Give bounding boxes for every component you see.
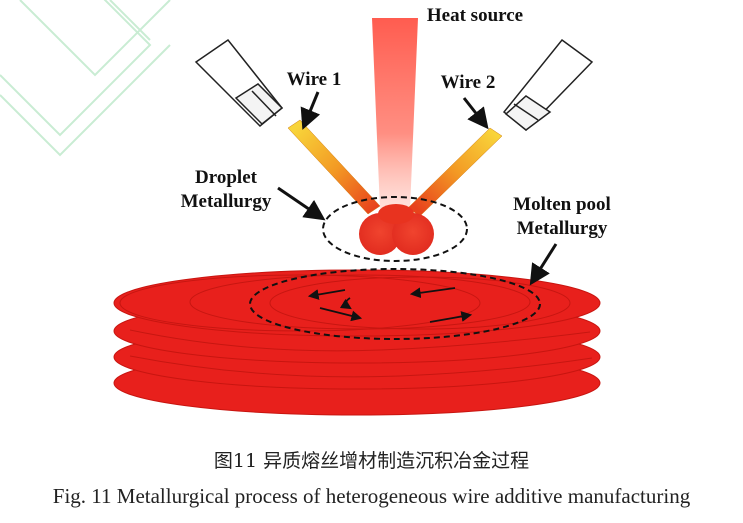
heat-source-beam (372, 18, 418, 210)
droplet-label-line1: Droplet (195, 167, 258, 188)
flow-arrow (339, 297, 352, 310)
watermark-pattern (0, 0, 171, 157)
figure-caption-chinese: 图11 异质熔丝增材制造沉积冶金过程 (213, 450, 530, 472)
droplet-right (392, 213, 434, 255)
flow-arrow (409, 287, 456, 299)
wire1-label: Wire 1 (287, 69, 342, 90)
molten-pool-pointer-arrow (529, 243, 558, 286)
molten-pool-flow-arrows (307, 287, 473, 323)
wire1-pointer-arrow (300, 91, 321, 130)
deposited-layers (113, 269, 601, 416)
wire-additive-manufacturing-diagram: Heat source Wire 1 Wire 2 Droplet Metall… (0, 0, 611, 416)
wire2-nozzle (502, 38, 594, 132)
deposit-layer-1 (113, 269, 601, 337)
droplets (359, 204, 434, 255)
molten-pool-label-line1: Molten pool (513, 194, 611, 215)
flow-arrow (319, 307, 363, 322)
molten-pool-outline (249, 268, 541, 340)
molten-pool-label-line2: Metallurgy (517, 218, 608, 239)
flow-arrow (429, 311, 473, 323)
wire2 (407, 127, 503, 217)
pointer-arrows (277, 91, 558, 286)
droplet-metallurgy-outline (322, 196, 468, 262)
wire2-pointer-arrow (462, 97, 489, 130)
wire1-nozzle (194, 38, 284, 128)
wire2-label: Wire 2 (441, 72, 496, 93)
flow-arrow (307, 289, 346, 300)
figure-caption-english: Fig. 11 Metallurgical process of heterog… (52, 484, 691, 508)
wire1 (287, 119, 381, 215)
droplet-pointer-arrow (277, 186, 326, 221)
droplet-label-line2: Metallurgy (181, 191, 272, 212)
heat-source-label: Heat source (427, 5, 523, 26)
